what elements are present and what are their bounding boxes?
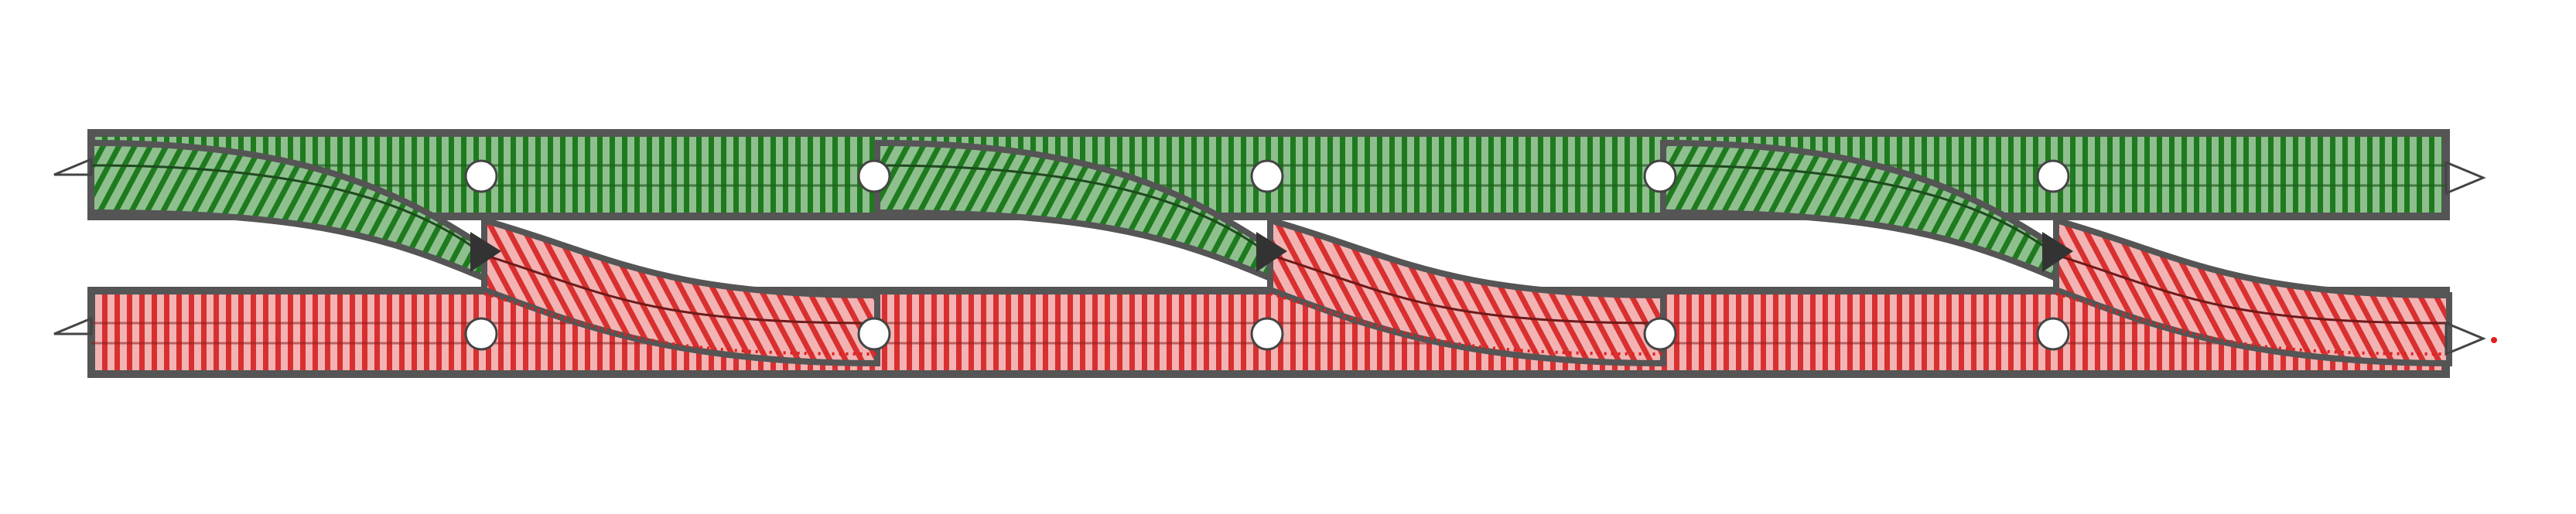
crossover-green-rail (91, 164, 485, 257)
crossover-red-rail (483, 254, 878, 325)
crossover-dotted-guide (2055, 292, 2450, 356)
connection-marker-lower (1250, 317, 1284, 351)
track-end-arrows (53, 157, 2497, 356)
connection-marker-upper (2036, 159, 2070, 193)
connection-marker-upper (857, 159, 891, 193)
red-end-dot (2491, 337, 2497, 343)
connection-marker-group (464, 159, 2070, 351)
crossover-dotted-guide (1269, 292, 1664, 356)
switch-point-marker (2042, 232, 2073, 272)
crossover-red-rail (1269, 254, 1664, 325)
crossover-green-rail (1662, 164, 2057, 257)
connection-marker-upper (464, 159, 498, 193)
crossover-dotted-guide (483, 292, 878, 356)
crossover-green-rail (876, 164, 1271, 257)
upper-right-end-arrow (2444, 160, 2486, 196)
connection-marker-upper (1643, 159, 1677, 193)
connection-marker-lower (2036, 317, 2070, 351)
lower-left-end-arrow (53, 316, 93, 335)
connection-marker-lower (857, 317, 891, 351)
crossover-red-rail (2055, 254, 2450, 325)
connection-marker-lower (1643, 317, 1677, 351)
upper-left-end-arrow (53, 157, 93, 176)
switch-point-marker (1256, 232, 1287, 272)
lower-right-end-arrow (2444, 321, 2486, 356)
connection-marker-upper (1250, 159, 1284, 193)
connection-marker-lower (464, 317, 498, 351)
switch-point-marker (470, 232, 501, 272)
